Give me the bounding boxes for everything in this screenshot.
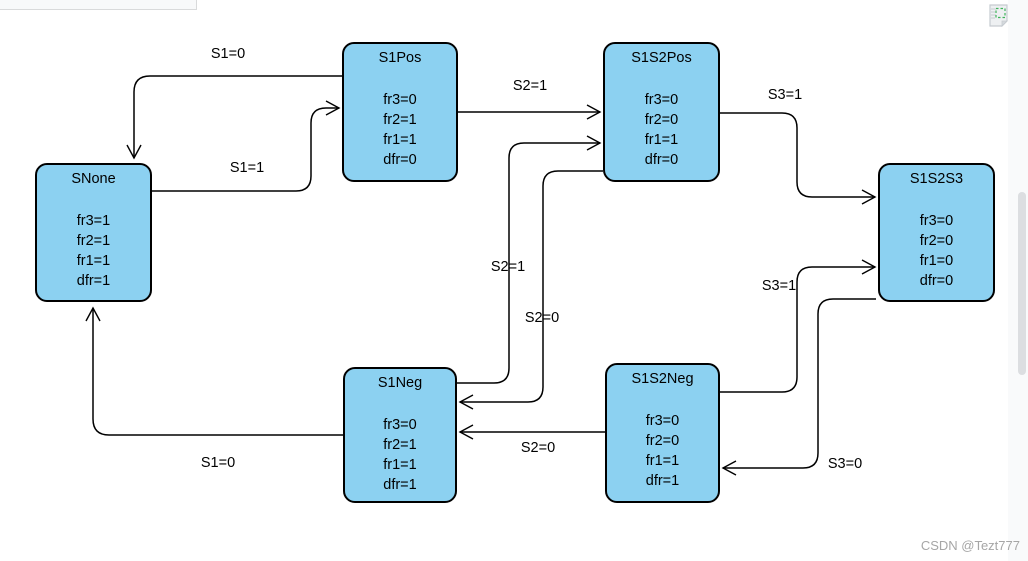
edge-s1neg-to-snone (85, 306, 343, 436)
state-title: S1S2S3 (909, 171, 964, 187)
edge-label-s1pos-snone: S1=0 (210, 46, 246, 62)
image-preview-icon[interactable] (987, 3, 1011, 30)
state-variable: dfr=0 (383, 152, 417, 168)
state-variable: fr1=1 (76, 253, 111, 269)
edge-label-s1s2neg-s1s2s3: S3=1 (761, 278, 797, 294)
state-variable: dfr=1 (645, 473, 680, 489)
edge-s1s2pos-to-s1neg (458, 170, 603, 410)
state-variable: fr3=0 (644, 92, 679, 108)
state-variable: fr3=0 (383, 417, 417, 433)
edge-label-s1neg-s1s2pos: S2=1 (490, 259, 526, 275)
edge-label-s1s2pos-s1neg: S2=0 (524, 310, 560, 326)
state-variable: dfr=1 (383, 477, 417, 493)
edge-s1s2s3-to-s1s2neg (721, 298, 876, 476)
top-panel-edge (0, 0, 197, 10)
state-variable: fr2=0 (644, 112, 679, 128)
state-title: SNone (71, 171, 116, 187)
state-variable: fr2=1 (383, 437, 417, 453)
state-variable: fr1=1 (383, 457, 417, 473)
state-title: S1Pos (378, 50, 422, 66)
edge-label-snone-s1pos: S1=1 (229, 160, 265, 176)
edge-label-s1s2s3-s1s2neg: S3=0 (827, 456, 863, 472)
edge-s1s2pos-to-s1s2s3 (720, 112, 877, 205)
state-node-s1pos: S1Pos fr3=0 fr2=1 fr1=1 dfr=0 (342, 42, 458, 182)
edge-s1s2neg-to-s1s2s3 (720, 259, 877, 393)
state-variable: fr1=1 (644, 132, 679, 148)
state-node-s1neg: S1Neg fr3=0 fr2=1 fr1=1 dfr=1 (343, 367, 457, 503)
state-node-snone: SNone fr3=1 fr2=1 fr1=1 dfr=1 (35, 163, 152, 302)
state-variable: fr3=0 (919, 213, 954, 229)
edge-label-s1neg-snone: S1=0 (200, 455, 236, 471)
state-variables: fr3=0 fr2=1 fr1=1 dfr=0 (344, 90, 456, 170)
state-title: S1S2Pos (631, 50, 692, 66)
state-variable: fr1=0 (919, 253, 954, 269)
edge-s1pos-to-snone (126, 75, 342, 160)
state-variables: fr3=1 fr2=1 fr1=1 dfr=1 (37, 211, 150, 291)
state-variable: dfr=1 (76, 273, 111, 289)
state-node-s1s2neg: S1S2Neg fr3=0 fr2=0 fr1=1 dfr=1 (605, 363, 720, 503)
state-variable: dfr=0 (644, 152, 679, 168)
edge-label-s1s2neg-s1neg: S2=0 (520, 440, 556, 456)
state-variable: fr2=1 (76, 233, 111, 249)
state-variables: fr3=0 fr2=0 fr1=1 dfr=0 (605, 90, 718, 170)
state-variables: fr3=0 fr2=1 fr1=1 dfr=1 (345, 415, 455, 495)
state-variable: fr2=0 (645, 433, 680, 449)
state-variable: dfr=0 (919, 273, 954, 289)
state-variable: fr1=1 (383, 132, 417, 148)
state-variables: fr3=0 fr2=0 fr1=0 dfr=0 (880, 211, 993, 291)
state-node-s1s2s3: S1S2S3 fr3=0 fr2=0 fr1=0 dfr=0 (878, 163, 995, 302)
state-variable: fr1=1 (645, 453, 680, 469)
state-title: S1Neg (377, 375, 423, 391)
edge-s1neg-to-s1s2pos (457, 135, 602, 384)
state-variable: fr2=1 (383, 112, 417, 128)
state-variable: fr3=0 (645, 413, 680, 429)
vertical-scrollbar-thumb[interactable] (1018, 192, 1026, 375)
state-node-s1s2pos: S1S2Pos fr3=0 fr2=0 fr1=1 dfr=0 (603, 42, 720, 182)
state-variables: fr3=0 fr2=0 fr1=1 dfr=1 (607, 411, 718, 491)
state-title: S1S2Neg (631, 371, 694, 387)
edge-label-s1s2pos-s1s2s3: S3=1 (767, 87, 803, 103)
state-variable: fr3=0 (383, 92, 417, 108)
edge-label-s1pos-s1s2pos: S2=1 (512, 78, 548, 94)
state-variable: fr3=1 (76, 213, 111, 229)
state-variable: fr2=0 (919, 233, 954, 249)
watermark-text: CSDN @Tezt777 (920, 538, 1020, 553)
edge-snone-to-s1pos (152, 100, 341, 192)
vertical-scrollbar-track[interactable] (1008, 0, 1028, 561)
